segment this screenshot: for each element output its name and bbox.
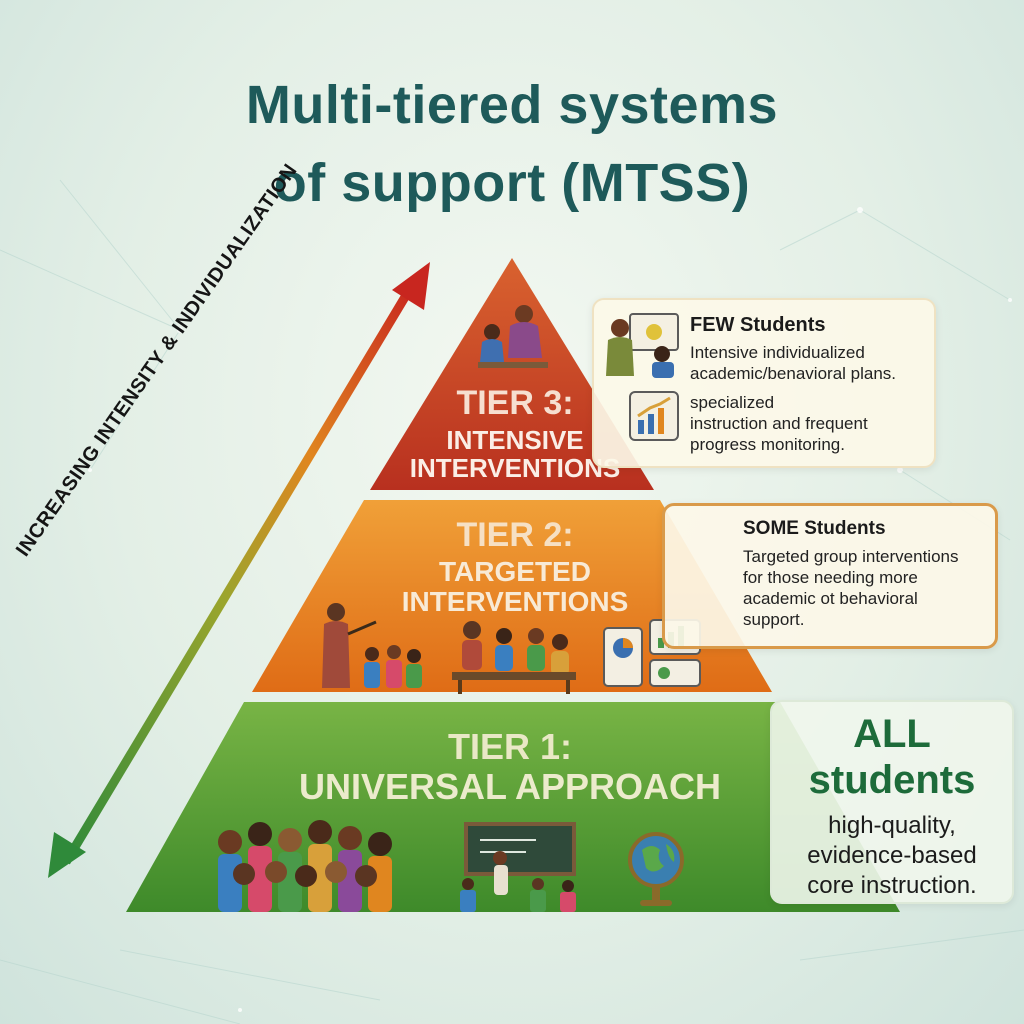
tier-3-desc-line-1: INTENSIVE xyxy=(446,425,584,455)
few-text-line-1: Intensive individualized xyxy=(690,343,865,362)
progress-chart-icon xyxy=(629,391,679,441)
tier-1-name: TIER 1: xyxy=(447,726,572,767)
some-students-heading: SOME Students xyxy=(743,518,886,539)
some-text-line-2: for those needing more xyxy=(743,568,918,587)
few-text-line-5: progress monitoring. xyxy=(690,435,845,454)
classroom-board-icon xyxy=(460,822,576,912)
tier-2-desc-line-2: INTERVENTIONS xyxy=(401,586,629,617)
page-title-line-1: Multi-tiered systems xyxy=(245,75,779,135)
arrow-head-bottom xyxy=(48,832,86,878)
intensity-arrow xyxy=(62,279,418,865)
group-table-icon xyxy=(452,621,576,694)
tier-3-desc-line-2: INTERVENTIONS xyxy=(409,453,621,483)
all-students-card: ALL students high-quality, evidence-base… xyxy=(770,700,1014,904)
some-text-line-1: Targeted group interventions xyxy=(743,547,959,566)
tier-3-band xyxy=(370,258,654,490)
student-crowd-icon xyxy=(218,820,392,912)
all-text-line-3: core instruction. xyxy=(807,872,977,899)
some-text-line-3: academic ot behavioral xyxy=(743,589,918,608)
tier-2-desc-line-1: TARGETED xyxy=(439,556,591,587)
few-text-line-4: instruction and frequent xyxy=(690,414,868,433)
page-title-line-2: of support (MTSS) xyxy=(273,153,751,213)
tier-2-name: TIER 2: xyxy=(456,516,574,554)
few-students-card: FEW Students Intensive individualized ac… xyxy=(592,298,936,468)
some-text-line-4: support. xyxy=(743,610,805,629)
few-text-line-2: academic/benavioral plans. xyxy=(690,364,897,383)
all-text-line-2: evidence-based xyxy=(807,842,977,869)
globe-icon xyxy=(628,832,684,906)
few-students-heading: FEW Students xyxy=(690,314,826,336)
tier-1-desc: UNIVERSAL APPROACH xyxy=(298,766,722,807)
teacher-student-icon xyxy=(478,305,548,368)
few-text-line-3: specialized xyxy=(690,393,775,412)
all-students-heading-line-2: students xyxy=(808,758,976,802)
all-students-heading-line-1: ALL xyxy=(853,712,931,756)
one-on-one-icon xyxy=(606,313,679,378)
all-text-line-1: high-quality, xyxy=(828,812,956,839)
tier-3-name: TIER 3: xyxy=(456,384,574,422)
some-students-card: SOME Students Targeted group interventio… xyxy=(662,503,998,649)
teacher-small-group-icon xyxy=(322,603,422,688)
arrow-head-top xyxy=(392,262,430,310)
